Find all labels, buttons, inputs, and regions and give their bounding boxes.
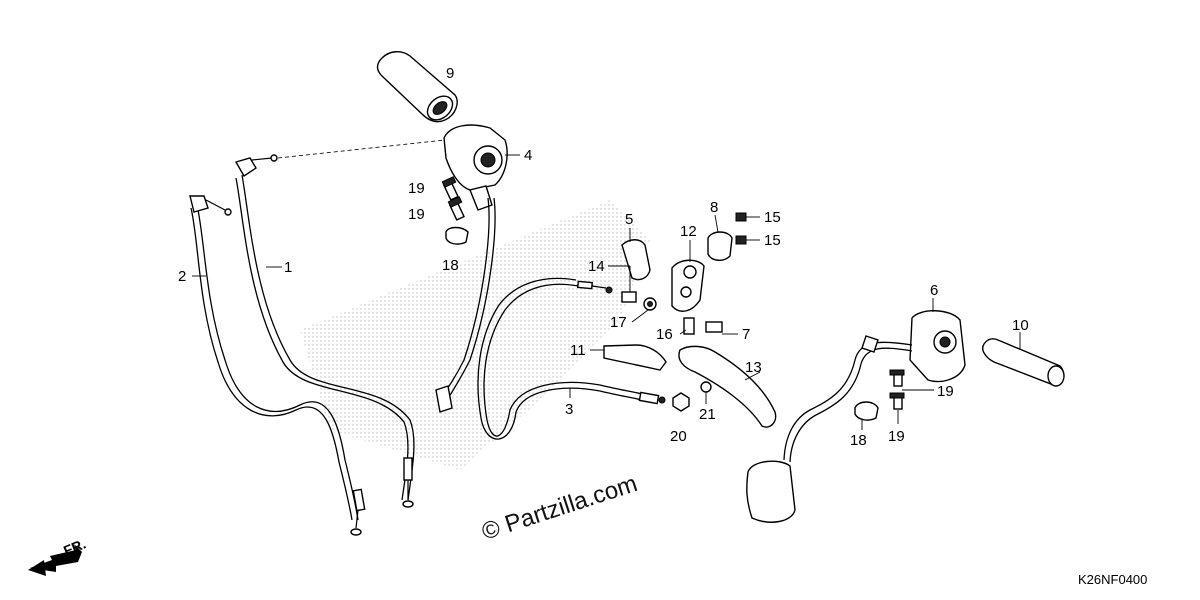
bolt-15b: [735, 235, 760, 245]
callout-9: 9: [446, 65, 454, 82]
washer-21: [700, 381, 712, 393]
front-direction-arrow: FR.: [28, 535, 88, 576]
bolt-19c: [889, 369, 905, 387]
clutch-lever-13: [678, 345, 777, 428]
adjuster-14: [621, 291, 637, 303]
switch-housing-6: [909, 310, 966, 383]
callout-8: 8: [710, 199, 718, 216]
bolt-15a: [735, 212, 760, 222]
drawing-code: K26NF0400: [1078, 572, 1147, 587]
clutch-cable: [477, 277, 666, 440]
nut-20: [672, 392, 690, 412]
guide-line: [277, 139, 446, 159]
callout-15b: 15: [764, 232, 781, 249]
bolt-19b: [447, 196, 465, 221]
callout-21: 21: [699, 406, 716, 423]
bolt-16: [683, 317, 695, 335]
callout-12: 12: [680, 223, 697, 240]
callout-15a: 15: [764, 209, 781, 226]
callout-14: 14: [588, 258, 605, 275]
throttle-cable-2: [189, 195, 366, 536]
callout-18a: 18: [442, 257, 459, 274]
watermark-text: © Partzilla.com: [479, 470, 641, 546]
throttle-cable-1: [234, 154, 415, 508]
leader-lines: [192, 154, 1021, 430]
clamp-8: [707, 231, 733, 261]
lever-boot-11: [603, 344, 667, 371]
bolt-19a: [441, 176, 459, 201]
callout-19c: 19: [937, 383, 954, 400]
callout-16: 16: [656, 326, 673, 343]
callout-19a: 19: [408, 180, 425, 197]
callout-18b: 18: [850, 432, 867, 449]
callout-7: 7: [742, 326, 750, 343]
callout-20: 20: [670, 428, 687, 445]
callout-19b: 19: [408, 206, 425, 223]
callout-3: 3: [565, 401, 573, 418]
callout-2: 2: [178, 268, 186, 285]
bolt-19d: [889, 392, 905, 410]
throttle-housing: [435, 124, 508, 413]
callout-11: 11: [570, 342, 586, 359]
callout-17: 17: [610, 314, 627, 331]
throttle-grip: [376, 51, 458, 123]
fr-label: FR.: [61, 535, 88, 558]
washer-17: [643, 297, 657, 311]
switch-harness: [746, 335, 913, 523]
handle-grip-10: [982, 338, 1065, 387]
callout-1: 1: [284, 259, 292, 276]
clamp-18a: [445, 226, 469, 245]
callout-5: 5: [625, 211, 633, 228]
clamp-18b: [854, 401, 879, 421]
callout-13: 13: [745, 359, 762, 376]
holder-12: [671, 259, 705, 312]
callout-4: 4: [524, 147, 532, 164]
pin-7: [705, 321, 723, 333]
watermark-shape: [300, 200, 650, 470]
callout-10: 10: [1012, 317, 1029, 334]
callout-6: 6: [930, 282, 938, 299]
callout-19d: 19: [888, 428, 905, 445]
